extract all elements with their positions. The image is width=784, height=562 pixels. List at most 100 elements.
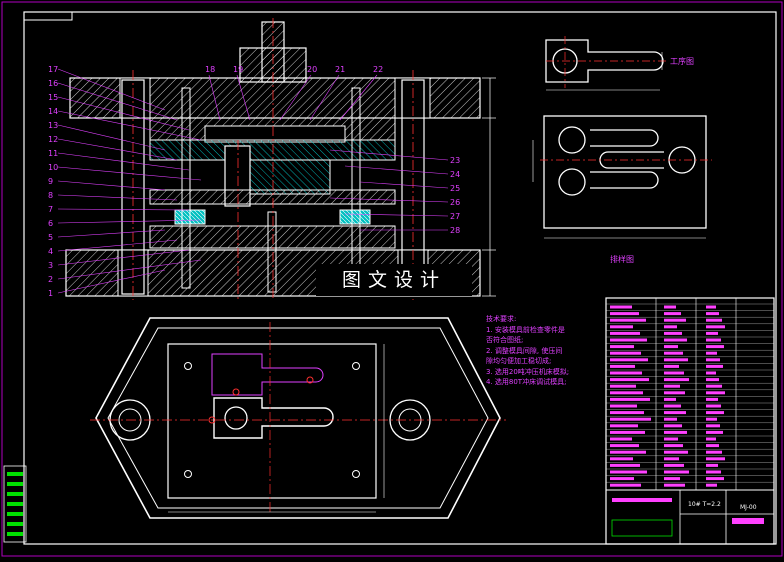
leader-line	[57, 259, 202, 280]
leader-line	[309, 74, 340, 121]
revision-block	[3, 465, 27, 543]
table-cell-fill	[664, 338, 687, 342]
table-cell-fill	[610, 444, 639, 448]
front-section-view	[65, 18, 496, 300]
table-cell-fill	[664, 391, 685, 395]
leader-line	[57, 110, 202, 141]
table-cell-fill	[610, 371, 642, 375]
table-cell-fill	[664, 384, 680, 388]
part-number-label: 8	[48, 191, 53, 200]
table-cell-fill	[664, 450, 688, 454]
table-cell-fill	[610, 470, 647, 474]
table-cell-fill	[664, 477, 680, 481]
part-number-label: 15	[48, 93, 58, 102]
leader-line	[208, 74, 221, 121]
table-cell-fill	[706, 331, 718, 335]
table-cell-fill	[706, 417, 717, 421]
leader-line	[57, 152, 190, 171]
table-cell-fill	[706, 411, 724, 415]
part-number-label: 4	[48, 247, 53, 256]
lower-die-plan-view	[90, 317, 506, 519]
table-cell-fill	[706, 391, 725, 395]
drawing-code: MJ-00	[740, 504, 757, 511]
table-cell-fill	[610, 351, 641, 355]
corner-code-box	[23, 11, 73, 21]
part-number-label: 7	[48, 205, 53, 214]
table-cell-fill	[664, 364, 679, 368]
leader-line	[236, 74, 251, 121]
part-number-label: 21	[335, 65, 345, 74]
leader-line	[279, 74, 312, 121]
strip-layout-label: 排样图	[610, 254, 634, 264]
table-cell-fill	[610, 312, 639, 316]
table-cell-fill	[706, 463, 718, 467]
requirement-line: 2. 调整模具间隙, 使压间	[486, 346, 563, 355]
table-cell-fill	[664, 404, 681, 408]
table-cell-fill	[664, 463, 684, 467]
leader-line	[57, 138, 178, 161]
table-cell-fill	[610, 450, 646, 454]
table-cell-fill	[610, 404, 637, 408]
requirement-line: 1. 安装模具前检查零件是	[486, 325, 565, 334]
table-cell-fill	[706, 338, 721, 342]
part-number-label: 22	[373, 65, 383, 74]
part-number-label: 26	[450, 198, 460, 207]
table-cell-fill	[664, 457, 679, 461]
requirement-line: 4. 选用80T冲床调试模具;	[486, 378, 567, 386]
leader-line	[57, 124, 166, 151]
table-cell-fill	[610, 338, 647, 342]
part-number-label: 1	[48, 289, 53, 298]
table-cell-fill	[706, 384, 722, 388]
table-cell-fill	[706, 470, 721, 474]
table-cell-fill	[706, 364, 723, 368]
table-cell-fill	[664, 351, 683, 355]
table-cell-fill	[664, 483, 685, 487]
table-cell-fill	[610, 397, 650, 401]
table-cell-fill	[706, 345, 724, 349]
table-cell-fill	[706, 397, 718, 401]
parts-list-table: 10# T=2.2 MJ-00	[605, 297, 775, 545]
leader-line	[359, 181, 449, 189]
table-cell-fill	[664, 325, 677, 329]
table-cell-fill	[706, 305, 716, 309]
part-number-label: 25	[450, 184, 460, 193]
table-cell-fill	[706, 312, 719, 316]
table-cell-fill	[706, 483, 717, 487]
table-cell-fill	[706, 404, 721, 408]
table-cell-fill	[706, 371, 716, 375]
leader-line	[329, 149, 449, 161]
part-number-label: 23	[450, 156, 460, 165]
table-cell-fill	[664, 371, 684, 375]
workpiece-label: 工序图	[670, 56, 694, 66]
table-cell-fill	[664, 424, 682, 428]
table-cell-fill	[664, 397, 676, 401]
table-cell-fill	[706, 444, 719, 448]
table-cell-fill	[664, 417, 677, 421]
table-cell-fill	[706, 457, 725, 461]
part-number-label: 24	[450, 170, 460, 179]
table-cell-fill	[706, 430, 723, 434]
table-cell-fill	[664, 444, 683, 448]
table-cell-fill	[664, 331, 682, 335]
requirement-line: 隙均匀便加工稳切成;	[486, 357, 552, 365]
part-number-label: 28	[450, 226, 460, 235]
part-number-label: 16	[48, 79, 58, 88]
table-cell-fill	[664, 470, 689, 474]
table-cell-fill	[664, 411, 686, 415]
leader-line	[57, 239, 178, 252]
part-number-label: 19	[233, 65, 243, 74]
part-number-label: 5	[48, 233, 53, 242]
table-cell-fill	[610, 325, 633, 329]
leader-line	[57, 68, 166, 111]
table-cell-fill	[610, 391, 643, 395]
leader-line	[57, 194, 178, 201]
table-cell-fill	[664, 358, 688, 362]
leader-line	[344, 165, 449, 175]
table-cell-fill	[706, 358, 720, 362]
part-number-label: 13	[48, 121, 58, 130]
part-number-label: 9	[48, 177, 53, 186]
part-number-label: 2	[48, 275, 53, 284]
table-cell-fill	[706, 437, 716, 441]
